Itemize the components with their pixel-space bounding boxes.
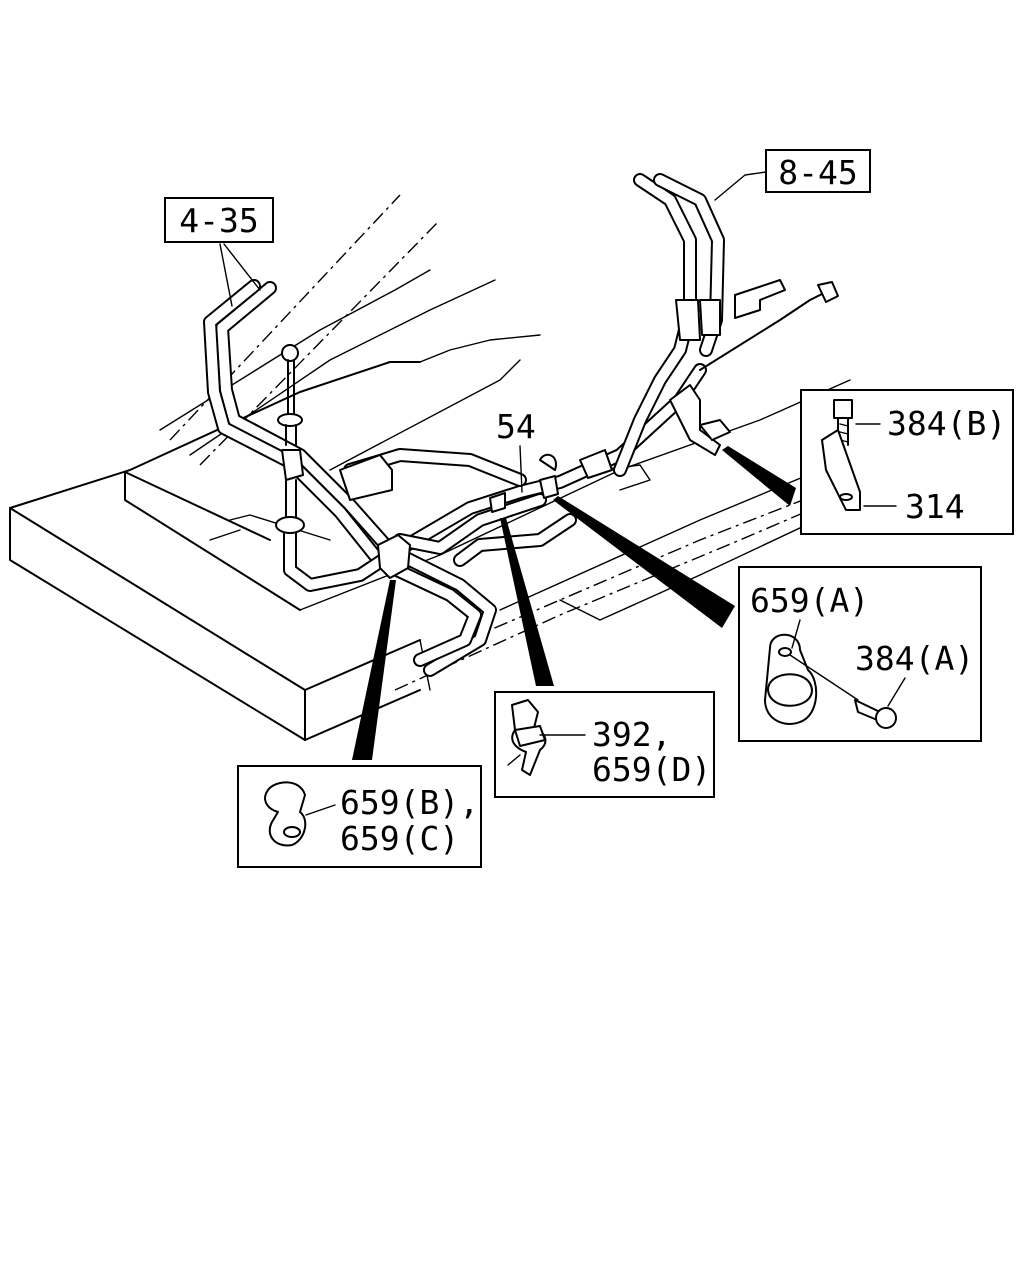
callout-314: 314 (905, 487, 965, 526)
ref-box-4-35: 4-35 (164, 197, 274, 307)
ref-label-8-45: 8-45 (778, 153, 857, 192)
callout-659a: 659(A) (750, 581, 869, 620)
clip-659bc-installed (377, 449, 613, 579)
callout-659c: 659(C) (340, 819, 459, 858)
detail-box-659bc: 659(B), 659(C) (237, 765, 482, 868)
frame-rails (159, 194, 881, 691)
callout-392: 392, (592, 715, 671, 754)
brake-pipes-right (613, 173, 839, 477)
brake-pipes-left (203, 279, 497, 677)
callout-659d: 659(D) (592, 750, 711, 789)
leader-wedges (352, 446, 796, 760)
leader-54 (519, 445, 523, 493)
ref-label-4-35: 4-35 (179, 201, 258, 240)
detail-box-659a-384a: 659(A) 384(A) (738, 566, 982, 742)
ref-box-8-45: 8-45 (714, 149, 871, 201)
callout-659b: 659(B), (340, 783, 479, 822)
bracket-installed (669, 384, 731, 456)
callout-384a: 384(A) (855, 639, 974, 678)
detail-box-392-659d: 392, 659(D) (494, 691, 715, 798)
brake-rod (275, 344, 305, 534)
callout-384b: 384(B) (887, 404, 1006, 443)
callout-54: 54 (496, 407, 536, 446)
detail-box-384b-314: 384(B) 314 (800, 389, 1014, 535)
